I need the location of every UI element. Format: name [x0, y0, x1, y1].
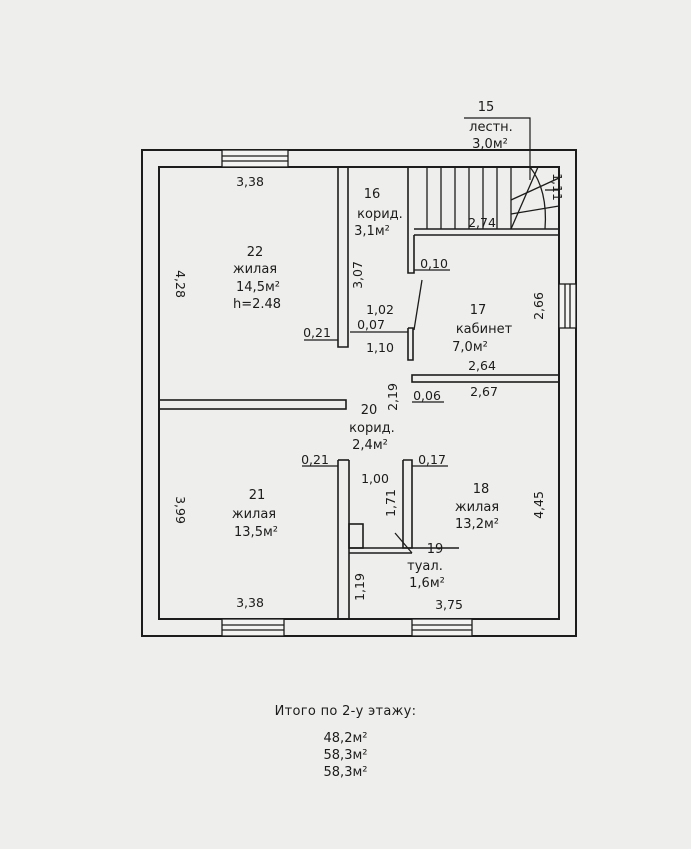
summary-total-3: 58,3м²	[323, 765, 368, 780]
window-top	[221, 149, 289, 168]
room-16-area: 3,1м²	[354, 224, 390, 239]
dim-corridor16-height: 3,07	[350, 261, 365, 289]
room-15-number: 15	[478, 100, 495, 115]
door-swing-toilet	[394, 532, 413, 554]
room-16-name: корид.	[357, 207, 403, 222]
room-21-number: 21	[249, 488, 266, 503]
dim-door-offset-010: 0,10	[420, 256, 448, 271]
room-22-number: 22	[247, 245, 264, 260]
room-17-name: кабинет	[456, 322, 513, 337]
room-20-number: 20	[361, 403, 378, 418]
summary-total-1: 48,2м²	[323, 731, 368, 746]
room-18-number: 18	[473, 482, 490, 497]
dim-cabinet-height: 2,66	[531, 292, 546, 320]
outer-walls	[141, 149, 577, 637]
room-19-area: 1,6м²	[409, 576, 445, 591]
dim-cabinet-width: 2,64	[468, 358, 496, 373]
room-21-area: 13,5м²	[234, 525, 278, 540]
interior-walls	[158, 167, 560, 619]
staircase	[426, 166, 560, 230]
room-17-area: 7,0м²	[452, 340, 488, 355]
room-20-name: корид.	[349, 421, 395, 436]
stair-leader	[464, 117, 531, 180]
dim-wall-017: 0,17	[418, 452, 446, 467]
summary-total-2: 58,3м²	[323, 748, 368, 763]
dim-bottom-left-width: 3,38	[236, 595, 264, 610]
room-20-area: 2,4м²	[352, 438, 388, 453]
room-17-number: 17	[470, 303, 487, 318]
dim-room18-width-top: 2,67	[470, 384, 498, 399]
dim-top-left-width: 3,38	[236, 174, 264, 189]
dim-corridor20-height: 2,19	[385, 383, 400, 411]
dim-room18-height: 4,45	[531, 491, 546, 519]
window-bottom-right	[411, 618, 473, 637]
room-16-number: 16	[364, 187, 381, 202]
room-19-name: туал.	[407, 559, 443, 574]
room-15-name: лестн.	[469, 120, 513, 135]
door-swing	[413, 279, 423, 331]
room-18-name: жилая	[455, 500, 499, 515]
dim-stair-height: 1,11	[550, 173, 565, 201]
dim-corridor-width-110: 1,10	[366, 340, 394, 355]
room-22-area: 14,5м²	[236, 280, 280, 295]
dim-bottom-right-width: 3,75	[435, 597, 463, 612]
room-19-number: 19	[427, 542, 444, 557]
dim-wall-006: 0,06	[413, 388, 441, 403]
dim-room22-height: 4,28	[173, 270, 188, 298]
dim-stair-width: 2,74	[468, 215, 496, 230]
dim-room21-height: 3,99	[173, 496, 188, 524]
room-21-name: жилая	[232, 507, 276, 522]
dim-wall-021-top: 0,21	[303, 325, 331, 340]
room-18-area: 13,2м²	[455, 517, 499, 532]
summary-title: Итого по 2-у этажу:	[274, 704, 417, 719]
room-15-area: 3,0м²	[472, 137, 508, 152]
dim-bottom-corridor-height: 1,19	[352, 573, 367, 601]
dim-wall-007: 0,07	[357, 317, 385, 332]
dim-toilet-width: 1,00	[361, 471, 389, 486]
window-bottom-left	[221, 618, 285, 637]
room-22-height: h=2.48	[233, 297, 281, 312]
dim-toilet-height: 1,71	[383, 489, 398, 517]
dim-corridor-width-102: 1,02	[366, 302, 394, 317]
dim-wall-021-bottom: 0,21	[301, 452, 329, 467]
room-22-name: жилая	[233, 262, 277, 277]
window-right	[558, 283, 577, 329]
